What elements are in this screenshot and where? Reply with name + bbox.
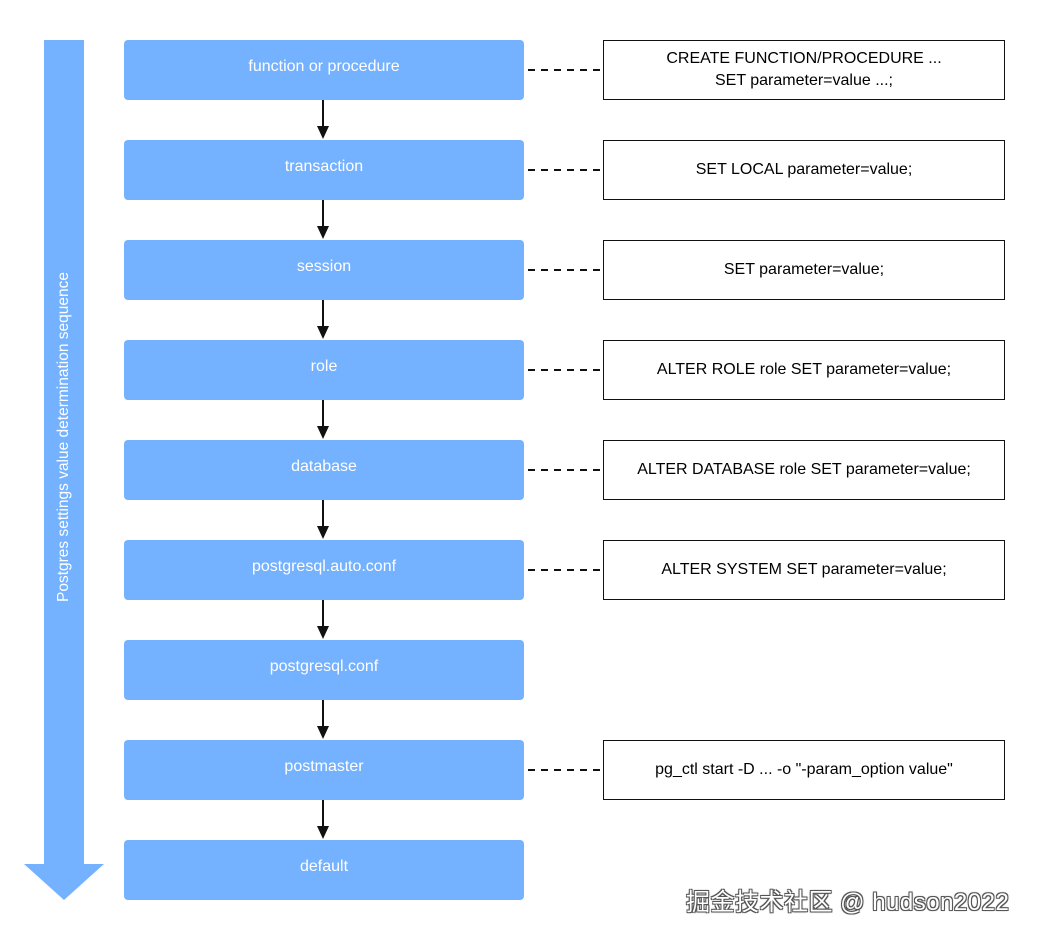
command-text: SET LOCAL parameter=value;	[695, 161, 913, 178]
command-database: ALTER DATABASE role SET parameter=value;	[603, 440, 1005, 500]
flow-arrow-head	[317, 326, 329, 339]
stage-function-or-procedure: function or procedure	[124, 40, 524, 100]
command-role: ALTER ROLE role SET parameter=value;	[603, 340, 1005, 400]
flow-arrow-head	[317, 526, 329, 539]
stage-label: session	[296, 258, 352, 275]
stage-session: session	[124, 240, 524, 300]
stage-label: postmaster	[284, 758, 364, 775]
stage-postgresql-auto-conf: postgresql.auto.conf	[124, 540, 524, 600]
stage-label: postgresql.auto.conf	[251, 558, 397, 575]
command-transaction: SET LOCAL parameter=value;	[603, 140, 1005, 200]
command-text: SET parameter=value ...;	[714, 72, 893, 89]
command-postmaster: pg_ctl start -D ... -o "-param_option va…	[603, 740, 1005, 800]
stage-label: function or procedure	[248, 58, 400, 75]
command-postgresql-auto-conf: ALTER SYSTEM SET parameter=value;	[603, 540, 1005, 600]
command-text: ALTER ROLE role SET parameter=value;	[656, 361, 952, 378]
stage-postmaster: postmaster	[124, 740, 524, 800]
stage-label: default	[299, 858, 349, 875]
stage-label: role	[310, 358, 338, 375]
command-text: SET parameter=value;	[723, 261, 885, 278]
sequence-arrow	[24, 40, 104, 900]
flow-arrow-head	[317, 826, 329, 839]
command-text: ALTER SYSTEM SET parameter=value;	[661, 561, 947, 578]
flow-arrow-head	[317, 226, 329, 239]
command-text: ALTER DATABASE role SET parameter=value;	[637, 461, 971, 478]
stage-label: transaction	[284, 158, 364, 175]
stage-label: database	[291, 458, 357, 475]
flow-arrow-head	[317, 126, 329, 139]
command-function-or-procedure: CREATE FUNCTION/PROCEDURE ... SET paramet…	[603, 40, 1005, 100]
command-text: CREATE FUNCTION/PROCEDURE ...	[666, 50, 942, 67]
watermark: 掘金技术社区 @ hudson2022	[686, 889, 1010, 916]
stage-database: database	[124, 440, 524, 500]
sequence-label: Postgres settings value determination se…	[55, 271, 72, 603]
stage-transaction: transaction	[124, 140, 524, 200]
command-session: SET parameter=value;	[603, 240, 1005, 300]
stage-role: role	[124, 340, 524, 400]
dashed-links	[528, 69, 601, 771]
stage-postgresql-conf: postgresql.conf	[124, 640, 524, 700]
command-text: pg_ctl start -D ... -o "-param_option va…	[655, 761, 953, 778]
stage-default: default	[124, 840, 524, 900]
flow-arrow-head	[317, 426, 329, 439]
stage-label: postgresql.conf	[269, 658, 379, 675]
flow-arrows	[317, 100, 329, 839]
flow-arrow-head	[317, 726, 329, 739]
flow-arrow-head	[317, 626, 329, 639]
